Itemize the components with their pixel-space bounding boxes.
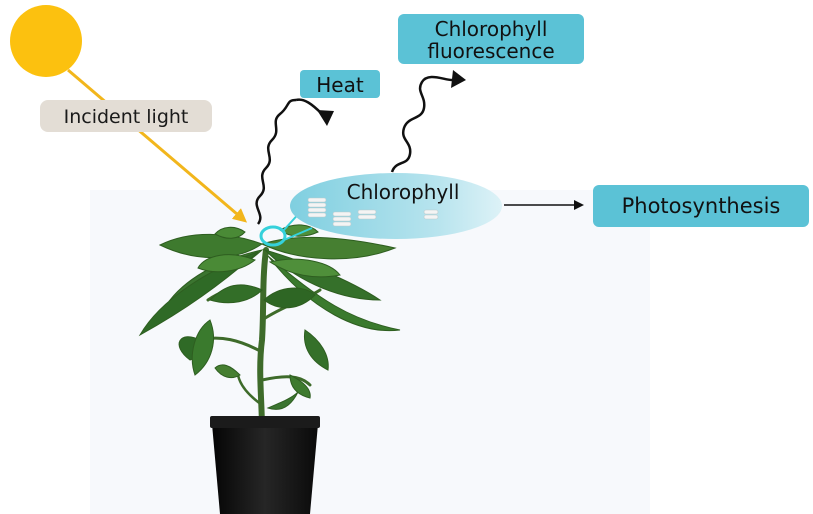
heat-text: Heat (316, 73, 364, 97)
chlorophyll-text: Chlorophyll (347, 180, 460, 204)
heat-label: Heat (300, 70, 380, 98)
fluorescence-wave-arrow (392, 77, 452, 172)
plant-pot (210, 416, 320, 514)
chlorophyll-fluorescence-text-line1: Chlorophyll (435, 17, 548, 41)
fluorescence-arrowhead (451, 70, 466, 88)
photosynthesis-text: Photosynthesis (622, 194, 781, 218)
sun-icon (10, 5, 82, 77)
chlorophyll-ellipse: Chlorophyll (290, 173, 502, 239)
chlorophyll-fluorescence-label: Chlorophyll fluorescence (398, 14, 584, 64)
heat-wave-tail (296, 100, 322, 114)
background-panel (90, 190, 650, 514)
photosynthesis-label: Photosynthesis (593, 185, 809, 227)
incident-light-label: Incident light (40, 100, 212, 132)
chlorophyll-fluorescence-text-line2: fluorescence (427, 39, 554, 63)
incident-light-text: Incident light (64, 106, 189, 128)
